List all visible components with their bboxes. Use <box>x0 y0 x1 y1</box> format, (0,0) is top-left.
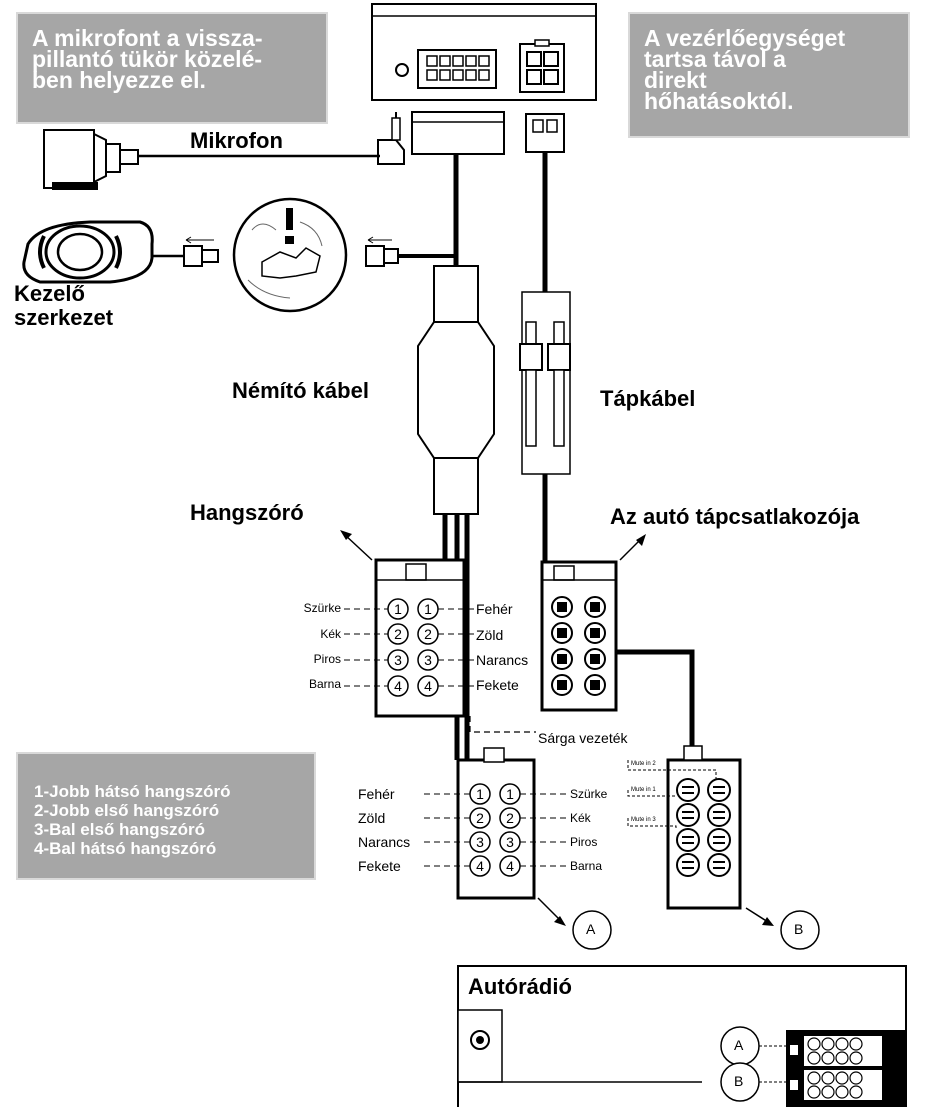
mute-connector <box>627 745 742 910</box>
lower-speaker-connector <box>456 747 536 900</box>
pin-number: 3 <box>506 834 514 850</box>
legend-text: 1-Jobb hátsó hangszóró 2-Jobb első hangs… <box>34 782 231 858</box>
radio-marker-a: A <box>734 1037 744 1053</box>
upper-left-label: Kék <box>320 627 341 641</box>
lower-left-label: Narancs <box>358 834 411 850</box>
pin-number: 4 <box>476 858 484 874</box>
remote-control <box>22 220 219 284</box>
lower-right-label: Barna <box>570 859 603 873</box>
label-auto-tapcsatlakozo: Az autó tápcsatlakozója <box>610 504 860 529</box>
ab-markers <box>537 897 820 950</box>
pin-number: 4 <box>394 678 402 694</box>
unit-plugs <box>411 111 565 155</box>
pin-number: 3 <box>424 652 432 668</box>
car-power-connector <box>540 560 695 760</box>
pin-number: 2 <box>424 626 432 642</box>
power-cable <box>519 291 571 564</box>
unit-note-text: A vezérlőegységet tartsa távol a direkt … <box>644 25 846 114</box>
mic-note-text: A mikrofont a vissza- pillantó tükör köz… <box>32 25 263 93</box>
pin-number: 3 <box>476 834 484 850</box>
upper-right-label: Narancs <box>476 652 529 668</box>
lower-left-label: Fekete <box>358 858 401 874</box>
microphone <box>43 129 139 190</box>
pin-number: 1 <box>506 786 514 802</box>
dash-leaders <box>344 608 568 867</box>
label-arrows <box>340 530 646 561</box>
pin-number: 3 <box>394 652 402 668</box>
label-tapkabel: Tápkábel <box>600 386 696 411</box>
label-kezelo-szerkezet: Kezelő szerkezet <box>14 281 114 330</box>
upper-left-label: Szürke <box>303 601 341 615</box>
lower-right-label: Szürke <box>570 787 608 801</box>
marker-b: B <box>794 921 804 937</box>
upper-left-label: Barna <box>308 677 341 691</box>
mute-cable-plug <box>365 232 458 267</box>
label-mute3: Mute in 3 <box>631 817 656 823</box>
unit-wires <box>453 152 548 292</box>
upper-right-label: Zöld <box>476 627 504 643</box>
lower-right-label: Kék <box>570 811 591 825</box>
label-sarga-vezetek: Sárga vezeték <box>536 730 630 746</box>
speaker-legend: 1-Jobb hátsó hangszóró 2-Jobb első hangs… <box>16 752 316 880</box>
pin-number: 2 <box>506 810 514 826</box>
label-mute2: Mute in 2 <box>631 761 656 767</box>
mic-placement-note: A mikrofont a vissza- pillantó tükör köz… <box>16 12 328 124</box>
mic-jack <box>138 112 405 165</box>
unit-heat-note: A vezérlőegységet tartsa távol a direkt … <box>628 12 910 138</box>
pin-number: 4 <box>424 678 432 694</box>
radio-marker-b: B <box>734 1073 744 1089</box>
pin-number: 1 <box>394 601 402 617</box>
pin-number: 2 <box>476 810 484 826</box>
pin-number: 4 <box>506 858 514 874</box>
car-radio <box>457 965 907 1107</box>
mute-cable <box>417 265 495 760</box>
label-nemito-kabel: Némító kábel <box>232 378 369 403</box>
lower-left-label: Zöld <box>358 810 386 826</box>
upper-left-label: Piros <box>313 652 341 666</box>
pin-number: 1 <box>424 601 432 617</box>
control-unit <box>371 3 597 101</box>
pin-number: 2 <box>394 626 402 642</box>
label-autoradio: Autórádió <box>468 974 572 999</box>
marker-a: A <box>586 921 596 937</box>
upper-right-label: Fehér <box>476 601 513 617</box>
magnifier-detail <box>232 197 348 313</box>
pin-number: 1 <box>476 786 484 802</box>
lower-left-label: Fehér <box>358 786 395 802</box>
label-mute1: Mute in 1 <box>631 787 656 793</box>
label-mikrofon: Mikrofon <box>190 128 283 153</box>
upper-right-label: Fekete <box>476 677 519 693</box>
lower-right-label: Piros <box>570 835 598 849</box>
label-hangszoro: Hangszóró <box>190 500 304 525</box>
